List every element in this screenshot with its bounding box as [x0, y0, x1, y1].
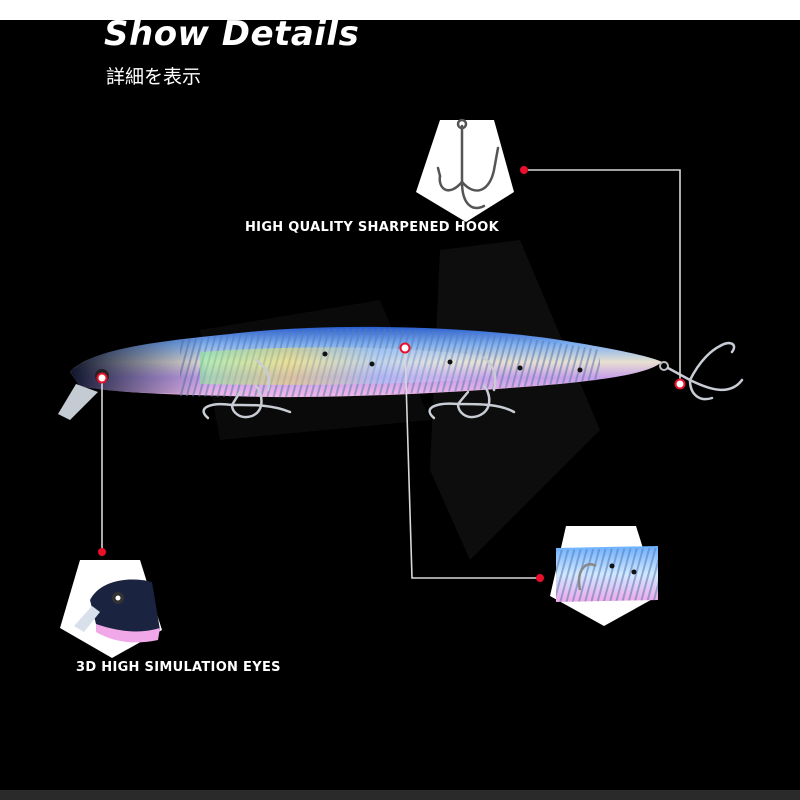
treble-hook-icon: [436, 118, 500, 210]
eyes-callout-label: 3D HIGH SIMULATION EYES: [76, 660, 281, 675]
lure-head-icon: [74, 579, 160, 643]
lure-body: [58, 326, 669, 420]
callout-lines: [101, 169, 681, 579]
rear-treble-hook-icon: [428, 356, 516, 420]
tail-treble-hook-icon: [666, 341, 744, 401]
belly-detail-inset: [550, 526, 658, 626]
front-treble-hook-icon: [202, 358, 292, 420]
hook-detail-inset: [416, 118, 514, 222]
head-detail-inset: [60, 560, 162, 658]
bottom-border: [0, 790, 800, 800]
top-border: [0, 0, 800, 20]
lure-belly-icon: [556, 546, 658, 602]
page-title: Show Details: [104, 14, 360, 54]
page-subtitle: 詳細を表示: [106, 66, 202, 88]
callout-dots: [96, 166, 686, 582]
hook-callout-label: HIGH QUALITY SHARPENED HOOK: [245, 220, 499, 235]
